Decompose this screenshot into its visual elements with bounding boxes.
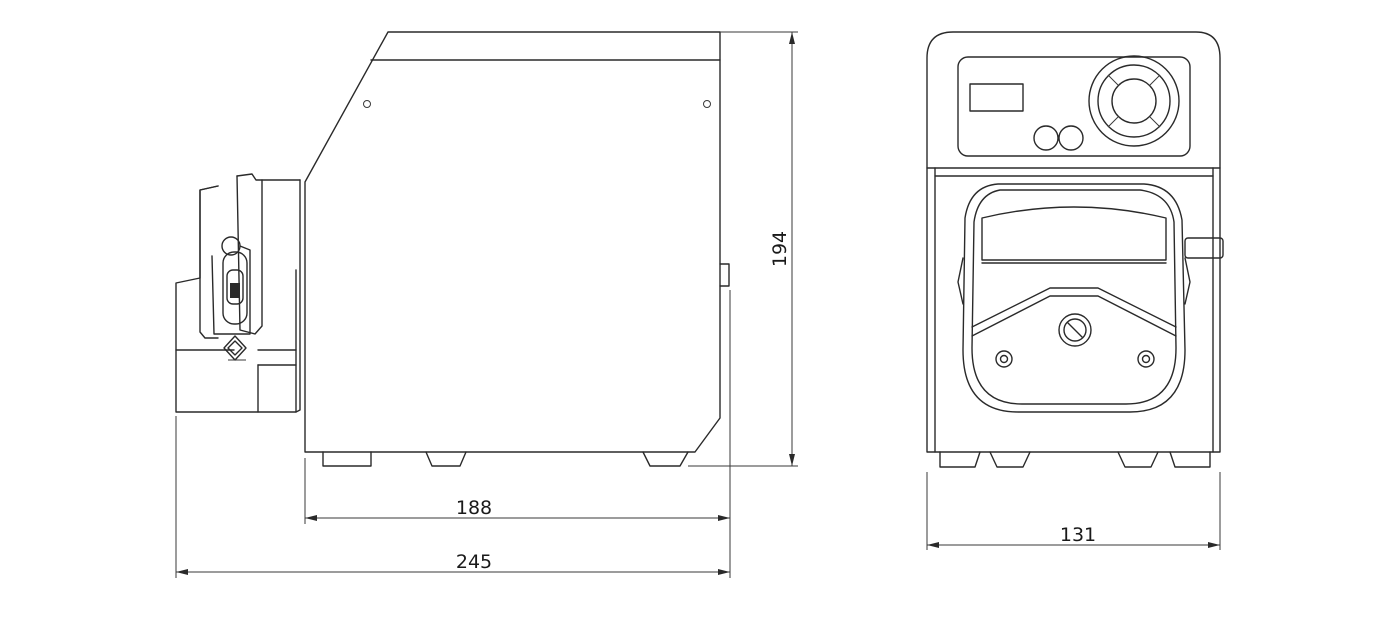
front-view-feet bbox=[939, 451, 1211, 468]
side-view-pump-head bbox=[175, 173, 301, 413]
dimension-188-label: 188 bbox=[456, 497, 492, 519]
dimension-245-label: 245 bbox=[456, 551, 492, 573]
side-view bbox=[175, 31, 730, 467]
side-knob bbox=[1184, 237, 1224, 259]
pump-head-front bbox=[957, 183, 1191, 413]
front-view bbox=[926, 31, 1224, 468]
side-view-housing bbox=[304, 31, 730, 453]
panel-button-left bbox=[1033, 125, 1059, 151]
front-view-housing bbox=[926, 31, 1221, 453]
side-view-feet bbox=[322, 451, 689, 467]
control-panel bbox=[957, 55, 1191, 157]
dimension-lines bbox=[175, 31, 1221, 578]
display-screen bbox=[969, 83, 1024, 112]
nav-pad bbox=[1088, 55, 1180, 147]
panel-button-right bbox=[1058, 125, 1084, 151]
dimension-194-label: 194 bbox=[769, 231, 791, 267]
dimension-131-label: 131 bbox=[1060, 524, 1096, 546]
